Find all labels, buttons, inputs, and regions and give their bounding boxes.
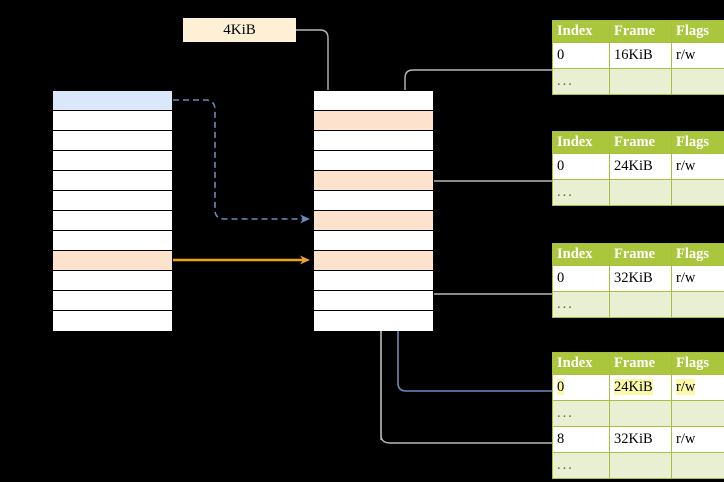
- page-table-3-header-flags: Flags: [671, 243, 724, 266]
- page-table-4-header-flags: Flags: [671, 352, 724, 375]
- page-table-1-row-1-frame: [609, 68, 672, 95]
- page-table-4-row-3-index: ...: [552, 452, 610, 479]
- page-table-2-header-frame: Frame: [609, 131, 672, 154]
- page-size-label: 4KiB: [183, 18, 296, 42]
- physical-row-11[interactable]: [314, 311, 433, 331]
- page-table-2-row-0[interactable]: 0 24KiB r/w: [552, 153, 724, 180]
- virtual-row-10[interactable]: [53, 291, 172, 311]
- page-table-1-row-0[interactable]: 0 16KiB r/w: [552, 42, 724, 69]
- page-table-4-row-1[interactable]: ...: [552, 400, 724, 427]
- page-table-4-row-0-index: 0: [552, 374, 610, 401]
- page-table-2-row-1-flags: [671, 179, 724, 206]
- page-table-4-row-2-flags: r/w: [671, 426, 724, 453]
- page-table-1-row-1-index: ...: [552, 68, 610, 95]
- page-table-4-row-0-flags: r/w: [671, 374, 724, 401]
- page-table-4-row-3-frame: [609, 452, 672, 479]
- page-table-4-row-0[interactable]: 0 24KiB r/w: [552, 374, 724, 401]
- page-table-3-row-1[interactable]: ...: [552, 291, 724, 318]
- virtual-row-2[interactable]: [53, 131, 172, 151]
- virtual-row-7[interactable]: [53, 231, 172, 251]
- page-table-4-row-1-index: ...: [552, 400, 610, 427]
- page-table-1-row-0-index: 0: [552, 42, 610, 69]
- physical-row-4[interactable]: [314, 171, 433, 191]
- page-table-1-header-row: Index Frame Flags: [552, 20, 724, 43]
- page-table-4-row-0-flags-value: r/w: [676, 379, 696, 395]
- page-table-4-header-index: Index: [552, 352, 610, 375]
- page-table-2-row-1-index: ...: [552, 179, 610, 206]
- page-table-2-header-flags: Flags: [671, 131, 724, 154]
- page-table-1-header-index: Index: [552, 20, 610, 43]
- page-table-2-header-row: Index Frame Flags: [552, 131, 724, 154]
- page-table-4-row-2-frame: 32KiB: [609, 426, 672, 453]
- page-table-3: Index Frame Flags 0 32KiB r/w ...: [552, 243, 724, 318]
- page-table-3-header-row: Index Frame Flags: [552, 243, 724, 266]
- virtual-row-6[interactable]: [53, 211, 172, 231]
- page-table-1-row-0-frame: 16KiB: [609, 42, 672, 69]
- page-table-4-row-0-frame-value: 24KiB: [614, 379, 653, 395]
- page-table-3-header-index: Index: [552, 243, 610, 266]
- physical-row-2[interactable]: [314, 131, 433, 151]
- page-table-3-row-0-frame: 32KiB: [609, 265, 672, 292]
- physical-row-7[interactable]: [314, 231, 433, 251]
- page-table-4-header-frame: Frame: [609, 352, 672, 375]
- physical-row-10[interactable]: [314, 291, 433, 311]
- page-table-3-row-0[interactable]: 0 32KiB r/w: [552, 265, 724, 292]
- virtual-row-11[interactable]: [53, 311, 172, 331]
- page-table-4-row-0-frame: 24KiB: [609, 374, 672, 401]
- page-table-4-row-2[interactable]: 8 32KiB r/w: [552, 426, 724, 453]
- page-table-4-row-3[interactable]: ...: [552, 452, 724, 479]
- page-table-4: Index Frame Flags 0 24KiB r/w ... 8 32Ki…: [552, 352, 724, 479]
- connector-table3-to-physical-row8: [417, 262, 552, 295]
- virtual-row-4[interactable]: [53, 171, 172, 191]
- page-table-2-header-index: Index: [552, 131, 610, 154]
- page-table-4-row-1-flags: [671, 400, 724, 427]
- physical-row-5[interactable]: [314, 191, 433, 211]
- physical-row-9[interactable]: [314, 271, 433, 291]
- page-table-2-row-1-frame: [609, 179, 672, 206]
- page-table-3-row-1-index: ...: [552, 291, 610, 318]
- page-table-1-header-frame: Frame: [609, 20, 672, 43]
- page-table-4-row-0-index-value: 0: [557, 379, 565, 395]
- page-table-2-row-1[interactable]: ...: [552, 179, 724, 206]
- page-table-3-row-0-flags: r/w: [671, 265, 724, 292]
- page-table-1-header-flags: Flags: [671, 20, 724, 43]
- page-table-1: Index Frame Flags 0 16KiB r/w ...: [552, 20, 724, 95]
- page-table-3-row-1-frame: [609, 291, 672, 318]
- connector-table2-to-physical-row6: [417, 180, 552, 232]
- page-table-1-row-1[interactable]: ...: [552, 68, 724, 95]
- page-table-3-row-1-flags: [671, 291, 724, 318]
- physical-row-0[interactable]: [314, 91, 433, 111]
- connector-virtual-row0-to-physical-row6: [173, 99, 310, 224]
- virtual-row-1[interactable]: [53, 111, 172, 131]
- virtual-address-space-column: [52, 90, 173, 331]
- physical-row-1[interactable]: [314, 111, 433, 131]
- page-table-2-row-0-index: 0: [552, 153, 610, 180]
- page-table-1-row-0-flags: r/w: [671, 42, 724, 69]
- page-table-3-row-0-index: 0: [552, 265, 610, 292]
- physical-row-3[interactable]: [314, 151, 433, 171]
- physical-row-8[interactable]: [314, 251, 433, 271]
- virtual-row-3[interactable]: [53, 151, 172, 171]
- page-table-2: Index Frame Flags 0 24KiB r/w ...: [552, 131, 724, 206]
- page-table-1-row-1-flags: [671, 68, 724, 95]
- page-table-4-header-row: Index Frame Flags: [552, 352, 724, 375]
- page-size-label-text: 4KiB: [223, 21, 256, 38]
- physical-row-6[interactable]: [314, 211, 433, 231]
- page-table-4-row-2-index: 8: [552, 426, 610, 453]
- virtual-row-8[interactable]: [53, 251, 172, 271]
- page-table-4-row-1-frame: [609, 400, 672, 427]
- page-table-3-header-frame: Frame: [609, 243, 672, 266]
- page-table-2-row-0-flags: r/w: [671, 153, 724, 180]
- virtual-row-9[interactable]: [53, 271, 172, 291]
- page-table-2-row-0-frame: 24KiB: [609, 153, 672, 180]
- physical-memory-column: [313, 90, 434, 331]
- virtual-row-0[interactable]: [53, 91, 172, 111]
- page-table-4-row-3-flags: [671, 452, 724, 479]
- virtual-row-5[interactable]: [53, 191, 172, 211]
